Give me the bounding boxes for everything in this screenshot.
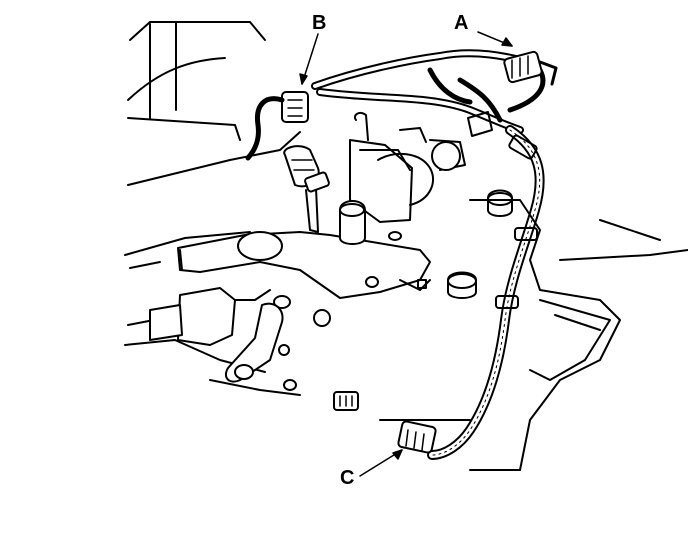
callout-label-c: C <box>340 467 355 489</box>
small-connector <box>333 391 359 411</box>
sensor-plug <box>283 145 330 233</box>
bolt-caps <box>273 189 513 391</box>
upper-wire-harness <box>311 49 546 134</box>
callout-arrows <box>299 31 513 477</box>
callout-label-a: A <box>454 12 469 34</box>
connector-a <box>503 50 558 86</box>
lower-wire-harness <box>427 125 545 460</box>
transmission-housing <box>379 199 621 471</box>
lever-mount <box>149 287 301 396</box>
harness-clamps <box>467 111 538 309</box>
connector-b <box>245 91 309 161</box>
valve-assembly <box>349 111 466 223</box>
callout-label-b: B <box>312 12 327 34</box>
connector-c <box>397 420 437 454</box>
